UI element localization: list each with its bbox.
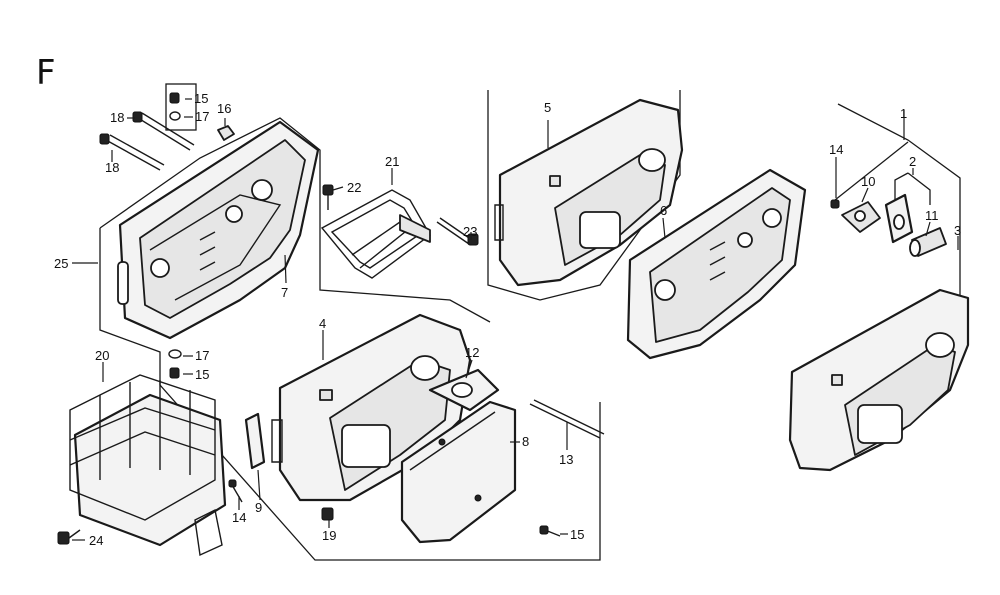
callout-1: 1 bbox=[900, 106, 907, 121]
callout-10: 10 bbox=[861, 174, 875, 189]
callout-8: 8 bbox=[522, 434, 529, 449]
callout-15-middle: 15 bbox=[195, 367, 209, 382]
plate-9 bbox=[244, 412, 266, 470]
muffler-guard-20 bbox=[69, 374, 227, 557]
callout-15-lower: 15 bbox=[570, 527, 584, 542]
bolt-15-lower bbox=[539, 525, 561, 537]
washer-17-lower bbox=[168, 349, 182, 359]
bolt-22 bbox=[322, 184, 334, 210]
callout-16: 16 bbox=[217, 101, 231, 116]
leader-lines bbox=[72, 98, 959, 541]
callout-13: 13 bbox=[559, 452, 573, 467]
nut-16 bbox=[217, 125, 235, 141]
callout-11: 11 bbox=[925, 208, 939, 223]
callout-labels: 15 17 18 16 18 25 7 21 22 23 4 17 15 12 … bbox=[54, 91, 961, 548]
muffler-protector-25 bbox=[117, 120, 320, 340]
callout-21: 21 bbox=[385, 154, 399, 169]
screw-14-lower bbox=[228, 479, 243, 503]
muffler-5 bbox=[494, 98, 684, 287]
callout-24: 24 bbox=[89, 533, 103, 548]
gasket-2 bbox=[884, 193, 914, 244]
screw-14-upper bbox=[830, 199, 840, 209]
bolt-18-upper bbox=[132, 111, 195, 151]
callout-14-upper: 14 bbox=[829, 142, 843, 157]
muffler-protector-6 bbox=[626, 168, 807, 360]
bolt-24 bbox=[57, 529, 81, 545]
callout-2: 2 bbox=[909, 154, 916, 169]
callout-3: 3 bbox=[954, 223, 961, 238]
callout-12: 12 bbox=[465, 345, 479, 360]
deflector-10 bbox=[841, 201, 881, 233]
bolt-15-middle bbox=[169, 367, 180, 379]
callout-17-lower: 17 bbox=[195, 348, 209, 363]
callout-9: 9 bbox=[255, 500, 262, 515]
group-bracket-right bbox=[834, 103, 961, 300]
callout-20: 20 bbox=[95, 348, 109, 363]
callout-6: 6 bbox=[660, 203, 667, 218]
callout-23: 23 bbox=[463, 224, 477, 239]
callout-5: 5 bbox=[544, 100, 551, 115]
washer-17-upper bbox=[169, 111, 181, 121]
bolt-18-lower bbox=[99, 133, 165, 171]
bolt-19 bbox=[321, 507, 334, 521]
group-bracket-bolts bbox=[165, 83, 197, 131]
section-letter: F bbox=[36, 53, 56, 93]
callout-18-upper: 18 bbox=[110, 110, 124, 125]
spark-arrester-21 bbox=[320, 189, 431, 279]
callout-7: 7 bbox=[281, 285, 288, 300]
callout-19: 19 bbox=[322, 528, 336, 543]
muffler-3 bbox=[788, 288, 970, 472]
gasket-12 bbox=[428, 368, 500, 412]
callout-22: 22 bbox=[347, 180, 361, 195]
callout-14-lower: 14 bbox=[232, 510, 246, 525]
muffler-cover-8 bbox=[400, 400, 517, 544]
callout-4: 4 bbox=[319, 316, 326, 331]
pipe-11 bbox=[909, 227, 947, 257]
callout-18-lower: 18 bbox=[105, 160, 119, 175]
callout-15-upper: 15 bbox=[194, 91, 208, 106]
callout-17-upper: 17 bbox=[195, 109, 209, 124]
callout-25: 25 bbox=[54, 256, 68, 271]
stud-bolt-13 bbox=[529, 399, 605, 439]
bolt-15-upper bbox=[169, 92, 180, 104]
